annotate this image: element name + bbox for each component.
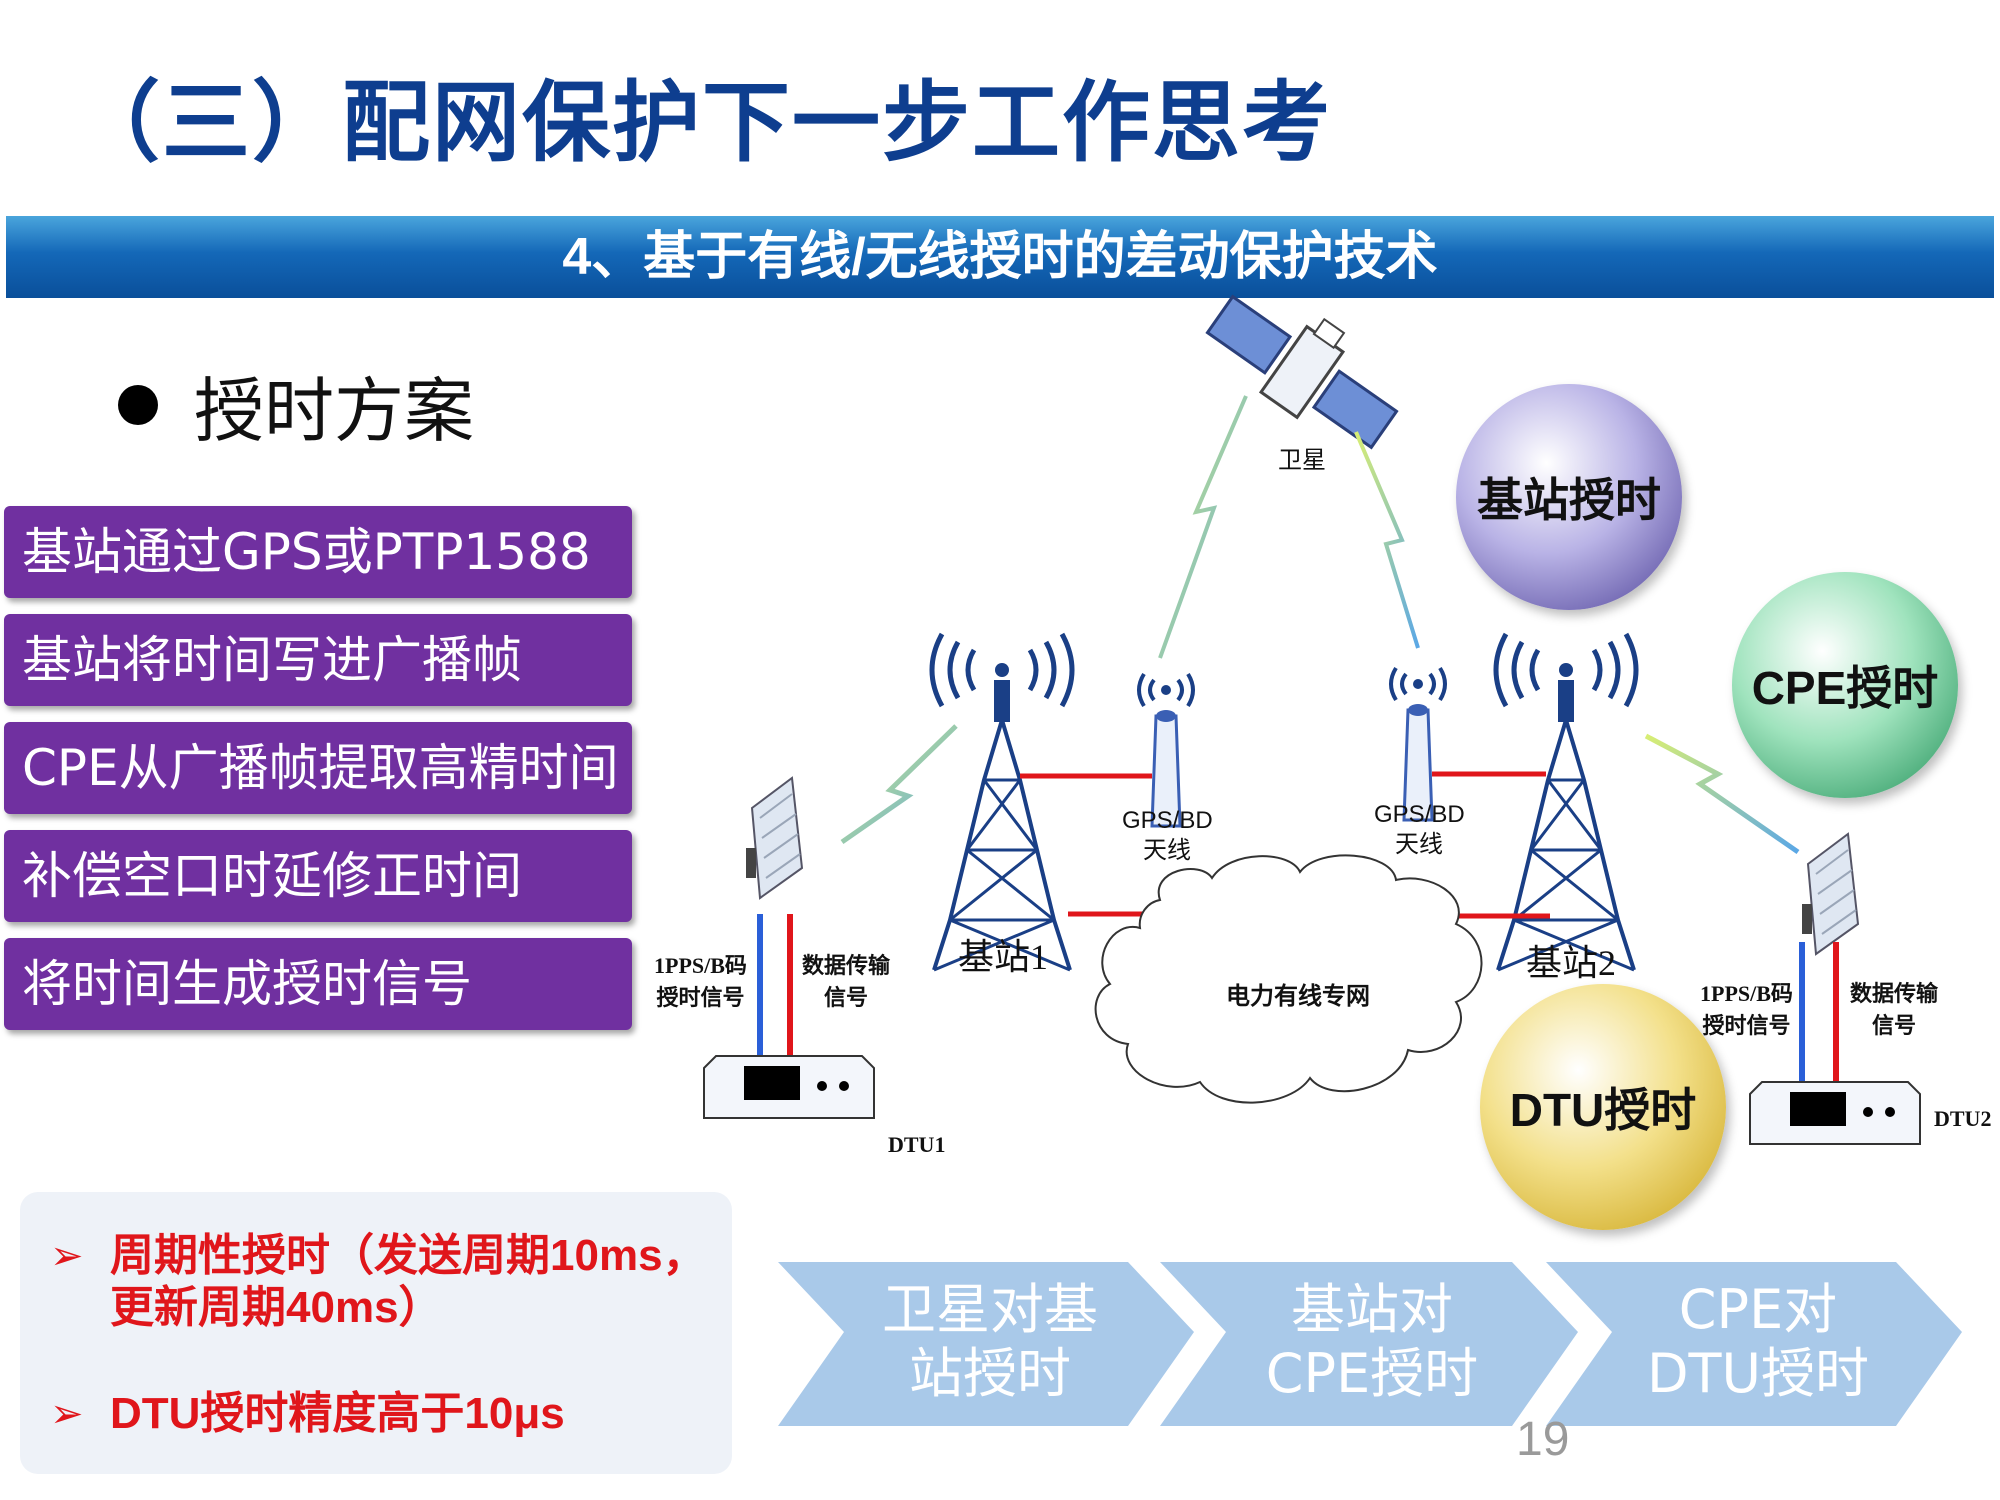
- dtu1-data-signal-line-1: 数据传输: [802, 953, 891, 978]
- note-2-text: DTU授时精度高于10μs: [110, 1389, 565, 1438]
- satellite-link-left: [1158, 395, 1248, 659]
- sphere-base-station-timing: 基站授时: [1456, 384, 1682, 610]
- gps-antenna-left-label-line-1: GPS/BD: [1122, 807, 1213, 834]
- chevron-shape-3: [1546, 1262, 1962, 1426]
- chevron-1-line-2: 站授时: [909, 1342, 1071, 1405]
- chevron-2-text: 基站对 CPE授时: [1232, 1278, 1512, 1406]
- chevron-1-text: 卫星对基 站授时: [850, 1278, 1130, 1406]
- section-banner: 4、基于有线/无线授时的差动保护技术: [6, 216, 1994, 298]
- dtu2-timing-signal-label: 1PPS/B码 授时信号: [1700, 978, 1793, 1042]
- bullet-heading: 授时方案: [118, 360, 474, 452]
- gps-antenna-right-label-line-2: 天线: [1395, 831, 1443, 858]
- step-1: 基站通过GPS或PTP1588: [4, 506, 632, 598]
- dtu2-device-icon: [1749, 1081, 1921, 1145]
- dtu1-timing-signal-line-1: 1PPS/B码: [654, 953, 747, 978]
- dtu2-data-signal-line-1: 数据传输: [1850, 981, 1939, 1006]
- chevron-1-line-1: 卫星对基: [882, 1278, 1098, 1341]
- gps-antenna-left-label-line-2: 天线: [1143, 837, 1191, 864]
- chevron-2-line-1: 基站对: [1291, 1278, 1453, 1341]
- chevron-shape-1: [778, 1262, 1194, 1426]
- bullet-heading-text: 授时方案: [194, 369, 474, 452]
- notes-panel: ➢ 周期性授时（发送周期10ms， 更新周期40ms） ➢ DTU授时精度高于1…: [20, 1192, 732, 1474]
- step-5: 将时间生成授时信号: [4, 938, 632, 1030]
- dtu2-data-signal-label: 数据传输 信号: [1850, 978, 1938, 1042]
- chevron-3-line-1: CPE对: [1678, 1278, 1838, 1341]
- cpe-1-icon: [745, 777, 803, 899]
- wireless-link-left: [840, 724, 958, 845]
- bullet-dot-icon: [118, 385, 158, 425]
- network-cloud-icon: [1094, 854, 1483, 1104]
- dtu2-timing-signal-line-1: 1PPS/B码: [1700, 981, 1793, 1006]
- dtu1-data-signal-line-2: 信号: [824, 985, 869, 1010]
- cpe-2-icon: [1801, 833, 1859, 955]
- dtu2-data-signal-line-2: 信号: [1872, 1013, 1917, 1038]
- base-station-1-label: 基站1: [958, 937, 1049, 977]
- page-title: （三）配网保护下一步工作思考: [72, 73, 1333, 172]
- dtu1-device-icon: [703, 1055, 875, 1119]
- step-2: 基站将时间写进广播帧: [4, 614, 632, 706]
- sphere-cpe-timing: CPE授时: [1732, 572, 1958, 798]
- note-1: ➢ 周期性授时（发送周期10ms， 更新周期40ms）: [50, 1230, 707, 1334]
- page-number: 19: [1516, 1413, 1570, 1466]
- step-3: CPE从广播帧提取高精时间: [4, 722, 632, 814]
- dtu1-data-signal-label: 数据传输 信号: [802, 950, 890, 1014]
- sphere-base-station-timing-label: 基站授时: [1477, 474, 1661, 526]
- chevron-2-line-2: CPE授时: [1265, 1342, 1479, 1405]
- wireless-link-right: [1644, 733, 1800, 855]
- step-4: 补偿空口时延修正时间: [4, 830, 632, 922]
- arrow-bullet-icon: ➢: [50, 1392, 84, 1436]
- base-station-2-tower-icon: [1496, 634, 1636, 970]
- chevron-3-text: CPE对 DTU授时: [1618, 1278, 1898, 1406]
- dtu2-timing-signal-line-2: 授时信号: [1702, 1013, 1791, 1038]
- dtu1-timing-signal-line-2: 授时信号: [656, 985, 745, 1010]
- base-station-2-label: 基站2: [1526, 943, 1617, 983]
- sphere-cpe-timing-label: CPE授时: [1751, 662, 1939, 714]
- gps-antenna-right-label: GPS/BD 天线: [1374, 800, 1465, 860]
- note-1-line-2: 更新周期40ms）: [110, 1283, 443, 1332]
- gps-antenna-left-icon: [1137, 672, 1195, 828]
- dtu2-label: DTU2: [1934, 1106, 1992, 1131]
- sphere-dtu-timing: DTU授时: [1480, 984, 1726, 1230]
- gps-antenna-right-label-line-1: GPS/BD: [1374, 801, 1465, 828]
- chevron-shape-2: [1160, 1262, 1578, 1426]
- note-2: ➢ DTU授时精度高于10μs: [50, 1388, 565, 1440]
- gps-antenna-left-label: GPS/BD 天线: [1122, 806, 1213, 866]
- satellite-label: 卫星: [1278, 446, 1326, 474]
- chevron-3-line-2: DTU授时: [1646, 1342, 1870, 1405]
- arrow-bullet-icon: ➢: [50, 1234, 84, 1278]
- network-label: 电力有线专网: [1226, 982, 1370, 1010]
- note-1-line-1: 周期性授时（发送周期10ms，: [110, 1231, 707, 1280]
- dtu1-timing-signal-label: 1PPS/B码 授时信号: [654, 950, 747, 1014]
- note-1-text: 周期性授时（发送周期10ms， 更新周期40ms）: [110, 1230, 707, 1334]
- dtu1-label: DTU1: [888, 1132, 946, 1157]
- gps-antenna-right-icon: [1389, 666, 1447, 822]
- satellite-link-right: [1354, 431, 1420, 649]
- base-station-1-tower-icon: [932, 634, 1072, 970]
- sphere-dtu-timing-label: DTU授时: [1509, 1084, 1697, 1136]
- satellite-icon: [1205, 294, 1399, 450]
